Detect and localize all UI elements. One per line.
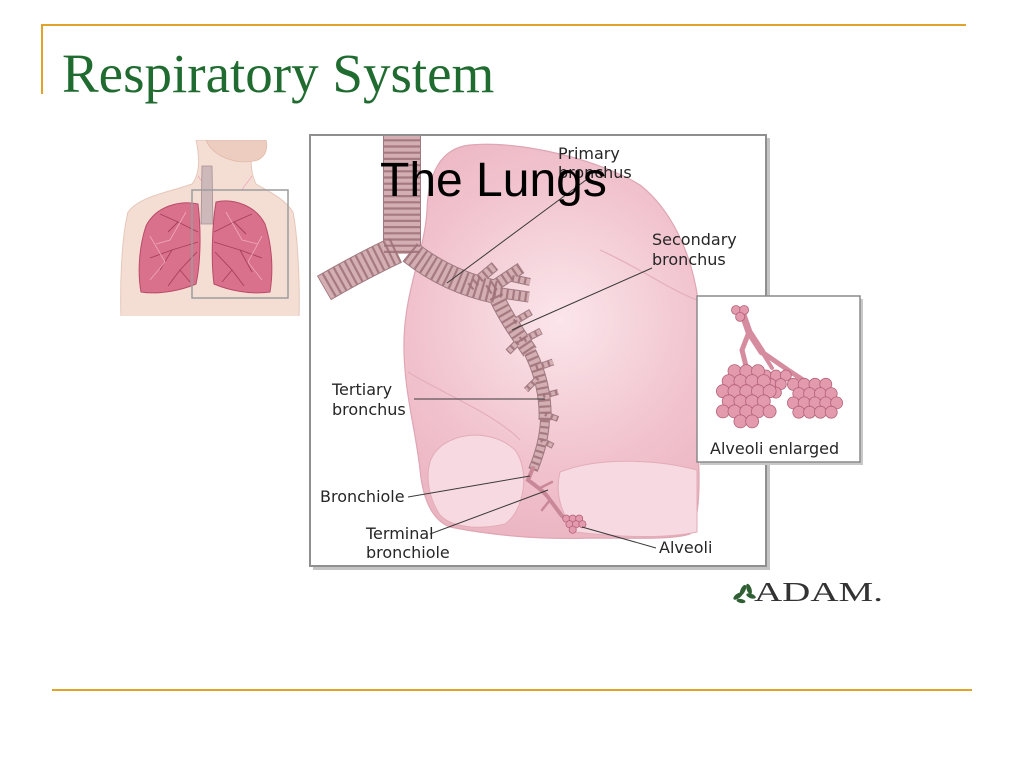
- lower-right-lobe: [557, 460, 698, 538]
- lower-left-lobe: [427, 434, 525, 528]
- alveolar-duct-center: [760, 350, 774, 370]
- tertiary-branch-4: [535, 359, 554, 371]
- lung-fissure: [407, 249, 698, 441]
- alveolus: [568, 525, 577, 534]
- left-main-bronchus-rings: [317, 238, 402, 300]
- accent-rule-left: [41, 24, 43, 94]
- alveolus: [578, 520, 587, 529]
- accent-rule-top: [42, 24, 966, 26]
- alveolus: [803, 405, 816, 419]
- alveoli-cluster-right: [787, 377, 843, 419]
- descending-bronchus-1-rings: [489, 293, 536, 356]
- label-secondary-bronchus-line2: bronchus: [652, 250, 726, 269]
- alveolus: [745, 414, 759, 429]
- alveoli-cluster-left: [716, 364, 777, 429]
- bronchiole-branch: [538, 480, 554, 512]
- label-primary-bronchus-line1: Primary: [558, 144, 620, 163]
- alveolus: [762, 404, 777, 419]
- accent-rule-bottom: [52, 689, 972, 691]
- secondary-bronchus-upper-rings: [485, 263, 524, 295]
- thumbnail-trachea: [200, 165, 214, 225]
- alveolar-duct-left: [739, 329, 752, 369]
- alveoli-cluster-illustration: [716, 305, 843, 429]
- torso-lungs-illustration: [120, 140, 300, 316]
- label-tertiary-bronchus-line2: bronchus: [332, 400, 406, 419]
- label-terminal-bronchiole-line2: bronchiole: [366, 543, 450, 562]
- tertiary-branch-2: [522, 328, 543, 343]
- thumbnail-lung-veins: [149, 211, 263, 287]
- leader-line-secondary-bronchus: [511, 267, 653, 331]
- terminal-alveoli-cluster: [562, 514, 587, 534]
- secondary-bronchus-twig: [511, 275, 531, 285]
- slide-title: Respiratory System: [62, 43, 495, 104]
- leaf-icon: [733, 583, 756, 604]
- thumbnail-right-lung: [211, 200, 273, 294]
- label-primary-bronchus-line2: bronchus: [558, 163, 632, 182]
- bronchioles: [525, 466, 564, 518]
- secondary-bronchus-lateral: [493, 287, 530, 302]
- alveolus: [733, 414, 748, 429]
- label-bronchiole: Bronchiole: [320, 487, 405, 506]
- leader-line-primary-bronchus: [446, 179, 587, 284]
- descending-bronchus-2-rings: [525, 349, 551, 421]
- inset-caption: Alveoli enlarged: [710, 439, 839, 458]
- alveoli-inset: Alveoli enlarged: [696, 295, 863, 465]
- leader-line-terminal-bronchiole: [429, 489, 549, 535]
- tertiary-branch-8-rings: [540, 438, 554, 448]
- alveolus: [735, 311, 745, 322]
- alveolus: [814, 405, 827, 419]
- tertiary-branch-7-rings: [544, 412, 559, 421]
- label-alveoli: Alveoli: [659, 538, 712, 557]
- adam-logo: ADAM.: [733, 577, 883, 607]
- airway-cartilage-rings: [317, 136, 559, 472]
- logo-text: ADAM.: [754, 577, 883, 607]
- label-terminal-bronchiole-line1: Terminal: [365, 524, 434, 543]
- alveolus: [824, 405, 838, 419]
- leader-line-bronchiole: [407, 475, 531, 498]
- alveolus: [792, 405, 806, 419]
- alveolus: [716, 404, 730, 419]
- tertiary-branch-5-rings: [524, 376, 540, 392]
- label-secondary-bronchus-line1: Secondary: [652, 230, 737, 249]
- right-main-bronchus: [403, 243, 499, 303]
- zoom-region-box: [191, 189, 289, 299]
- secondary-bronchus-upper-2: [467, 262, 498, 291]
- alveolar-duct-right: [759, 349, 809, 385]
- diagram-artwork: [316, 136, 700, 540]
- descending-bronchus-3: [529, 419, 549, 472]
- terminal-alveoli: [562, 514, 587, 534]
- diagram-title: The Lungs: [380, 154, 607, 207]
- leader-line-alveoli: [581, 526, 657, 549]
- alveoli-cluster-top: [731, 305, 749, 322]
- tertiary-branch-6-rings: [542, 390, 559, 398]
- chin: [205, 140, 268, 163]
- label-tertiary-bronchus-line1: Tertiary: [331, 380, 392, 399]
- lungs-diagram: Primary bronchus Secondary bronchus Tert…: [309, 134, 770, 570]
